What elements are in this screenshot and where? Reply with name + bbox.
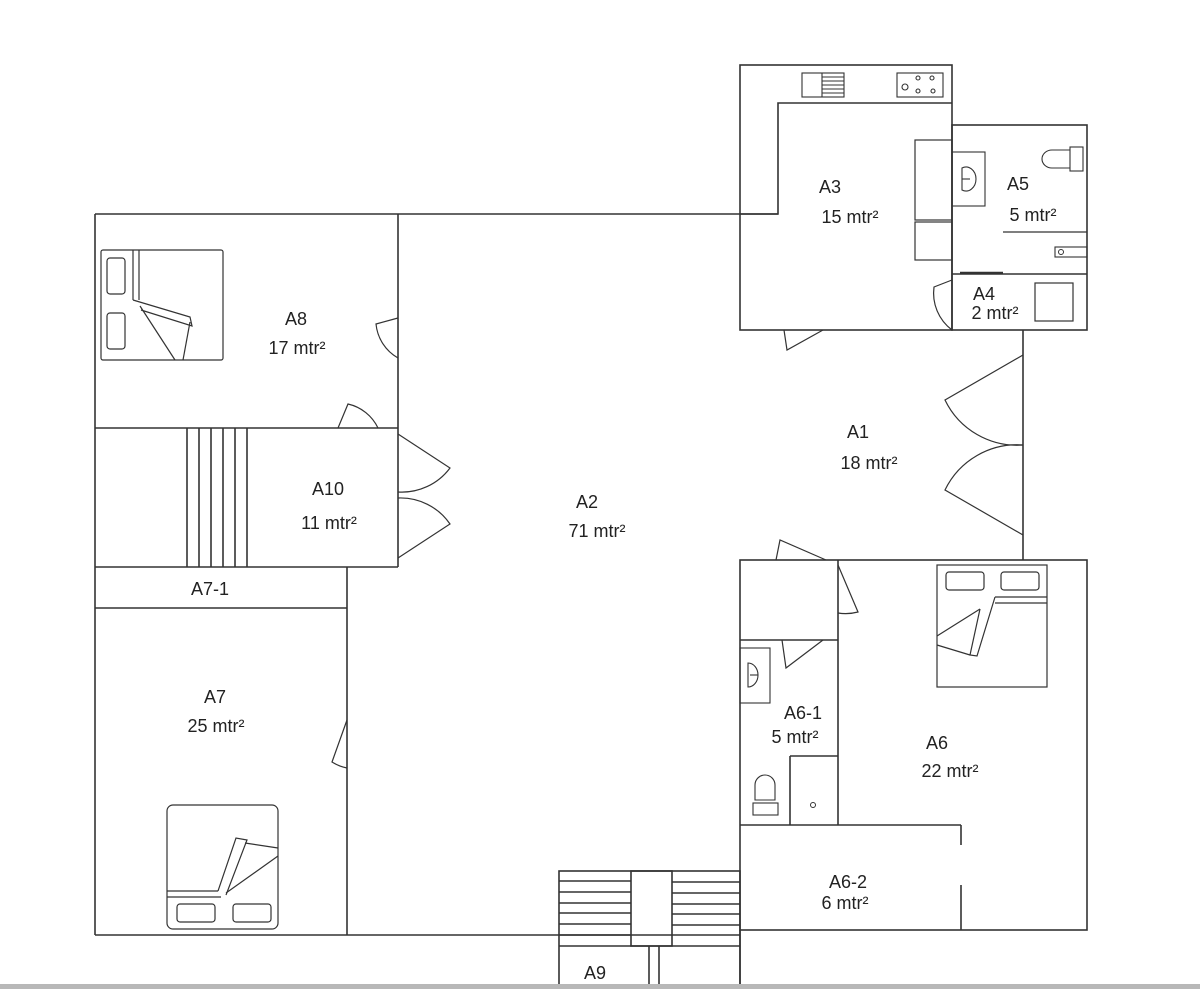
room-area-a4: 2 mtr² [962, 302, 1028, 324]
room-label-a6-2: A6-2 [818, 871, 878, 893]
room-area-a7: 25 mtr² [174, 715, 258, 737]
sink-icon [951, 151, 986, 207]
room-name: A8 [284, 309, 308, 329]
room-area: 2 mtr² [971, 303, 1019, 323]
bed-icon [166, 804, 279, 930]
sink-icon [739, 647, 771, 704]
room-area: 5 mtr² [1009, 205, 1057, 225]
room-area-a6: 22 mtr² [908, 760, 992, 782]
room-label-a4: A4 [966, 283, 1002, 305]
room-area: 15 mtr² [821, 207, 879, 227]
room-name: A5 [1006, 174, 1030, 194]
room-name: A7-1 [190, 579, 230, 599]
room-area: 18 mtr² [840, 453, 898, 473]
stove-icon [896, 72, 944, 98]
room-label-a8: A8 [276, 308, 316, 330]
room-label-a6: A6 [917, 732, 957, 754]
room-area: 6 mtr² [821, 893, 869, 913]
room-area-a8: 17 mtr² [255, 337, 339, 359]
room-label-a9: A9 [577, 962, 613, 984]
room-area-a6-2: 6 mtr² [810, 892, 880, 914]
room-name: A10 [311, 479, 345, 499]
toilet-icon [752, 774, 779, 816]
room-area-a10: 11 mtr² [288, 512, 370, 534]
room-label-a2: A2 [567, 491, 607, 513]
room-label-a6-1: A6-1 [774, 702, 832, 724]
bed-icon [100, 249, 224, 361]
toilet-icon [1041, 146, 1084, 172]
doors [331, 279, 1024, 769]
walls [94, 64, 1088, 989]
room-label-a5: A5 [1000, 173, 1036, 195]
room-name: A1 [846, 422, 870, 442]
room-area-a1: 18 mtr² [827, 452, 911, 474]
room-label-a7: A7 [195, 686, 235, 708]
room-name: A6-2 [828, 872, 868, 892]
staircase-icon [559, 880, 740, 936]
room-area: 5 mtr² [771, 727, 819, 747]
kitchen-sink-icon [801, 72, 845, 98]
room-name: A9 [583, 963, 607, 983]
room-label-a1: A1 [838, 421, 878, 443]
room-area-a2: 71 mtr² [555, 520, 639, 542]
room-label-a10: A10 [303, 478, 353, 500]
room-area-a5: 5 mtr² [998, 204, 1068, 226]
room-name: A6-1 [783, 703, 823, 723]
room-label-a7-1: A7-1 [180, 578, 240, 600]
bottom-scrollbar [0, 984, 1200, 989]
room-area: 71 mtr² [568, 521, 626, 541]
room-area: 11 mtr² [301, 513, 357, 533]
room-name: A2 [575, 492, 599, 512]
room-area: 25 mtr² [187, 716, 245, 736]
room-area: 17 mtr² [268, 338, 326, 358]
room-area: 22 mtr² [921, 761, 979, 781]
room-name: A4 [972, 284, 996, 304]
room-label-a3: A3 [800, 176, 860, 198]
room-area-a3: 15 mtr² [810, 206, 890, 228]
room-name: A6 [925, 733, 949, 753]
bed-icon [936, 564, 1048, 688]
room-name: A7 [203, 687, 227, 707]
room-name: A3 [818, 177, 842, 197]
room-area-a6-1: 5 mtr² [760, 726, 830, 748]
